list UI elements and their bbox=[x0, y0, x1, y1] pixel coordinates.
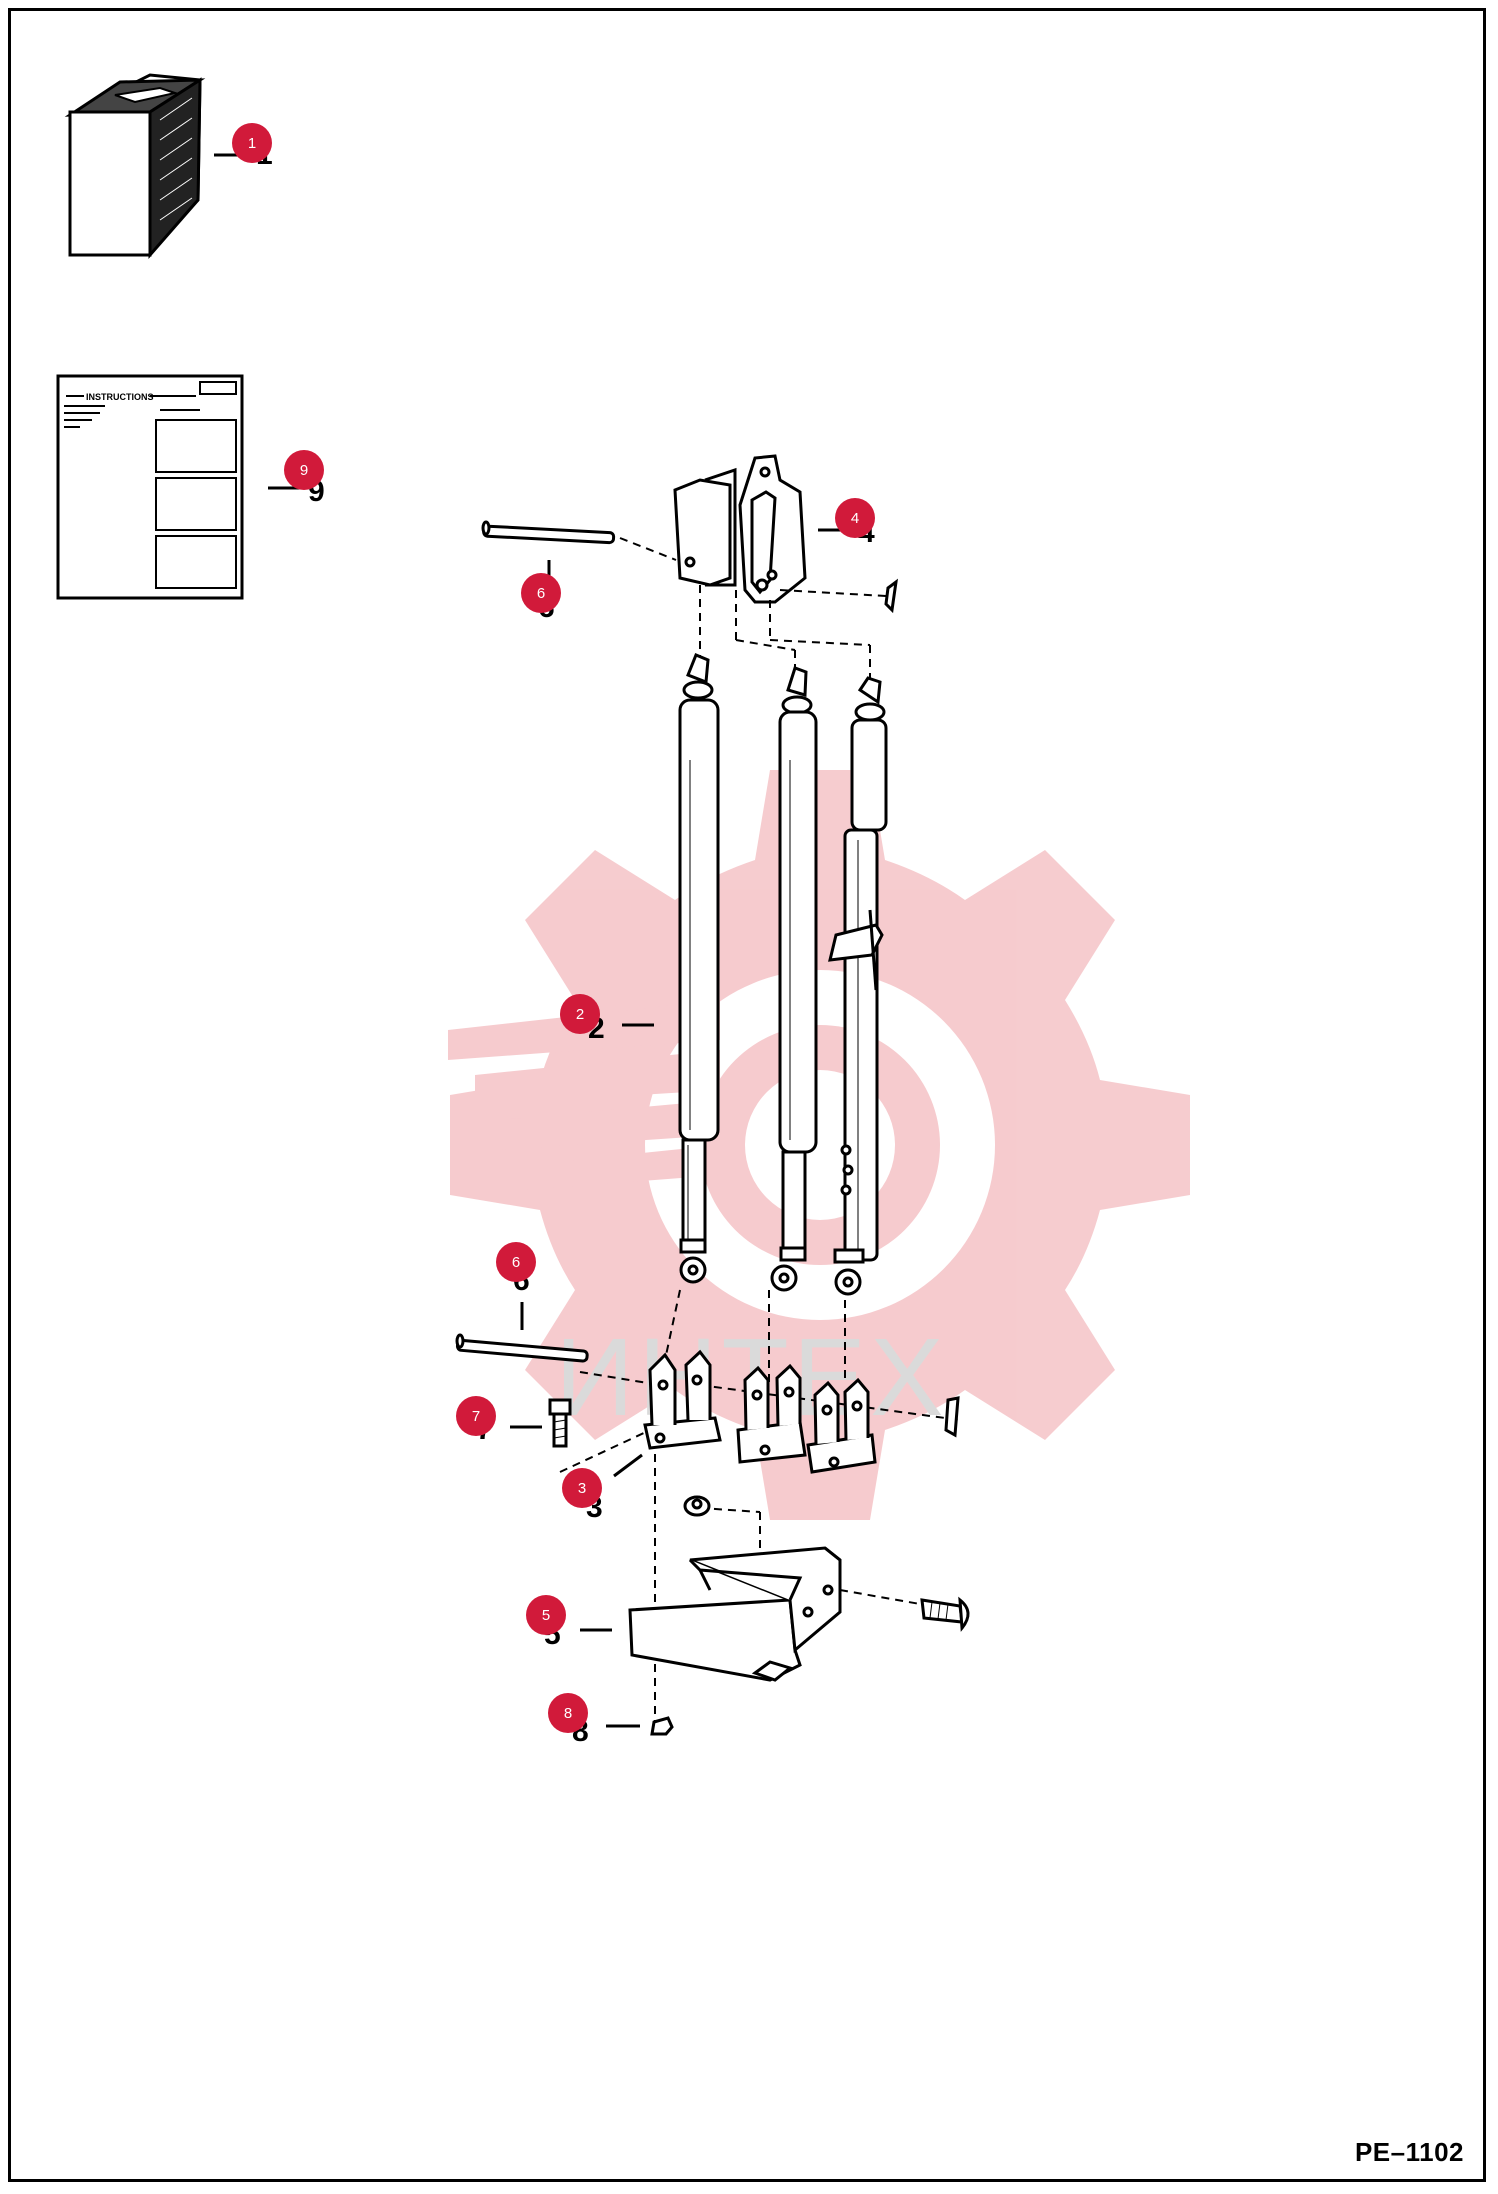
watermark-gear-icon bbox=[450, 770, 1190, 1520]
callout-label: 2 bbox=[576, 1006, 584, 1023]
callout-label: 7 bbox=[472, 1408, 480, 1425]
box-part bbox=[64, 73, 206, 259]
callout-label: 9 bbox=[300, 462, 308, 479]
callout-9[interactable]: 9 bbox=[284, 450, 324, 490]
hex-nut-part bbox=[650, 1716, 674, 1736]
upper-clip-icon bbox=[884, 578, 898, 614]
callout-label: 6 bbox=[512, 1254, 520, 1271]
callout-6-lower[interactable]: 6 bbox=[496, 1242, 536, 1282]
watermark: ИНТЕХ bbox=[448, 770, 1190, 1520]
lower-mount-bracket-right bbox=[806, 1377, 877, 1474]
cylinder-right-part bbox=[828, 676, 888, 1296]
callout-4[interactable]: 4 bbox=[835, 498, 875, 538]
watermark-speed-lines bbox=[448, 1000, 720, 1190]
flange-nut-part bbox=[683, 1495, 711, 1517]
lower-clip-icon bbox=[944, 1396, 960, 1438]
upper-bracket-part bbox=[673, 454, 807, 604]
upper-pin-part bbox=[481, 520, 616, 545]
carriage-bolt-part bbox=[920, 1596, 970, 1632]
lower-support-part bbox=[628, 1546, 842, 1682]
drawing-frame bbox=[8, 8, 1486, 2182]
callout-label: 8 bbox=[564, 1705, 572, 1722]
bolt-part bbox=[548, 1398, 572, 1448]
lower-pin-part bbox=[455, 1333, 589, 1363]
callout-1[interactable]: 1 bbox=[232, 123, 272, 163]
instruction-sheet-title: INSTRUCTIONS bbox=[86, 392, 154, 402]
lower-mount-bracket-middle bbox=[736, 1363, 807, 1464]
instruction-sheet-part: INSTRUCTIONS bbox=[56, 374, 244, 600]
callout-label: 3 bbox=[578, 1480, 586, 1497]
cylinder-left-part bbox=[678, 653, 720, 1284]
callout-3[interactable]: 3 bbox=[562, 1468, 602, 1508]
callout-label: 1 bbox=[248, 135, 256, 152]
callout-label: 6 bbox=[537, 585, 545, 602]
callouts: 1 9 4 6 2 6 7 3 bbox=[232, 123, 875, 1733]
lower-mount-bracket-left bbox=[643, 1349, 722, 1450]
document-code: PE–1102 bbox=[1354, 2137, 1464, 2167]
callout-5[interactable]: 5 bbox=[526, 1595, 566, 1635]
cylinder-middle-part bbox=[770, 666, 818, 1292]
callout-6-upper[interactable]: 6 bbox=[521, 573, 561, 613]
callout-2[interactable]: 2 bbox=[560, 994, 600, 1034]
callout-label: 4 bbox=[851, 510, 859, 527]
callout-7[interactable]: 7 bbox=[456, 1396, 496, 1436]
callout-8[interactable]: 8 bbox=[548, 1693, 588, 1733]
callout-label: 5 bbox=[542, 1607, 550, 1624]
